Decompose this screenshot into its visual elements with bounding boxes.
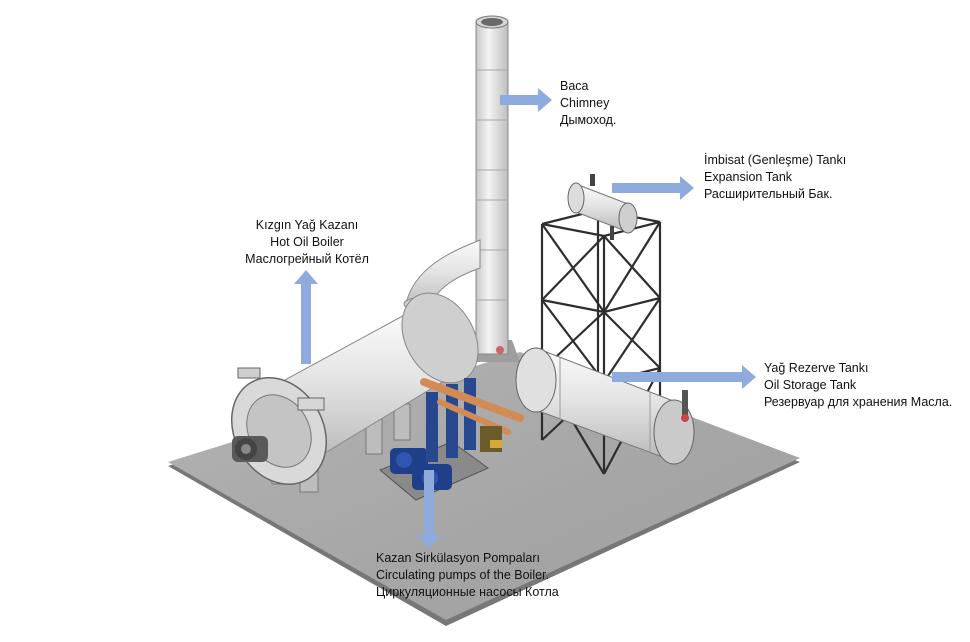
- burner: [232, 436, 268, 462]
- arrow-expansion-tank: [612, 176, 694, 200]
- boiler-label-ru: Маслогрейный Котёл: [245, 252, 369, 266]
- storage-tank-label-en: Oil Storage Tank: [764, 378, 857, 392]
- boiler-label-en: Hot Oil Boiler: [270, 235, 344, 249]
- pumps-label: Kazan Sirkülasyon Pompaları Circulating …: [376, 550, 559, 601]
- pumps-label-ru: Циркуляционные насосы Котла: [376, 585, 559, 599]
- boiler-label: Kızgın Yağ Kazanı Hot Oil Boiler Маслогр…: [232, 217, 382, 268]
- arrow-storage-tank: [612, 365, 756, 389]
- oil-storage-tank: [515, 347, 695, 465]
- storage-tank-label-tr: Yağ Rezerve Tankı: [764, 361, 869, 375]
- expansion-tank: [567, 174, 638, 240]
- expansion-tank-label: İmbisat (Genleşme) Tankı Expansion Tank …: [704, 152, 846, 203]
- pumps-label-en: Circulating pumps of the Boiler.: [376, 568, 550, 582]
- expansion-tank-label-tr: İmbisat (Genleşme) Tankı: [704, 153, 847, 167]
- storage-tank-label: Yağ Rezerve Tankı Oil Storage Tank Резер…: [764, 360, 952, 411]
- boiler-label-tr: Kızgın Yağ Kazanı: [255, 218, 359, 232]
- chimney: [464, 15, 520, 362]
- hot-oil-boiler: [230, 292, 479, 486]
- expansion-tank-label-ru: Расширительный Бак.: [704, 187, 833, 201]
- pumps-label-tr: Kazan Sirkülasyon Pompaları: [376, 551, 540, 565]
- storage-tank-label-ru: Резервуар для хранения Масла.: [764, 395, 953, 409]
- chimney-label-ru: Дымоход.: [560, 113, 617, 127]
- chimney-label: Baca Chimney Дымоход.: [560, 78, 616, 129]
- arrow-pumps: [417, 470, 441, 548]
- chimney-label-tr: Baca: [560, 79, 589, 93]
- arrow-boiler: [294, 270, 318, 364]
- arrow-chimney: [500, 88, 552, 112]
- chimney-label-en: Chimney: [560, 96, 610, 110]
- expansion-tank-label-en: Expansion Tank: [704, 170, 793, 184]
